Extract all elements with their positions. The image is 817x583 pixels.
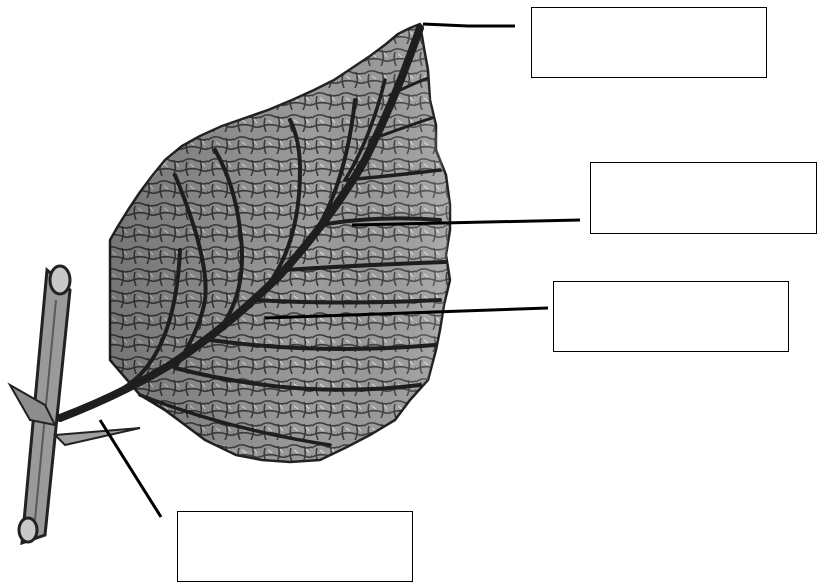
leader-line-4 — [100, 420, 161, 517]
label-box-4[interactable] — [177, 511, 413, 582]
leader-line-1 — [423, 24, 515, 26]
label-box-1[interactable] — [531, 7, 767, 78]
label-box-2[interactable] — [590, 162, 817, 234]
label-box-3[interactable] — [553, 281, 789, 352]
